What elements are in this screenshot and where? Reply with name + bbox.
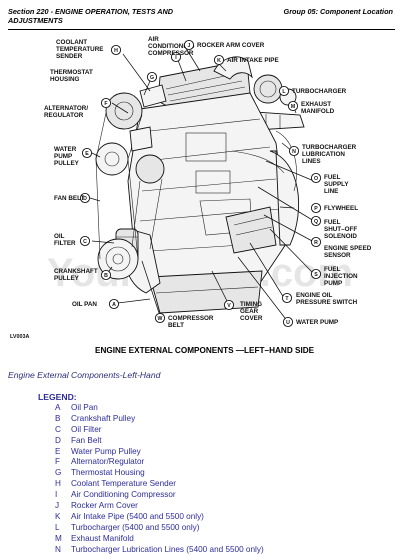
svg-text:W: W	[158, 316, 163, 322]
svg-text:A: A	[112, 302, 116, 308]
label-rocker-arm-cover: ROCKER ARM COVER	[197, 42, 265, 49]
svg-text:COMPRESSOR: COMPRESSOR	[148, 50, 194, 57]
label-ac-compressor: AIR	[148, 36, 159, 43]
label-coolant-temp-sender: COOLANT	[56, 39, 87, 46]
svg-text:MANIFOLD: MANIFOLD	[301, 108, 335, 115]
svg-text:SHUT–OFF: SHUT–OFF	[324, 226, 357, 233]
label-oil-pressure-switch: ENGINE OIL	[296, 292, 333, 299]
svg-text:PULLEY: PULLEY	[54, 160, 80, 167]
engine-diagram: YouFixThis.com	[10, 36, 372, 355]
svg-text:BELT: BELT	[168, 322, 184, 329]
leader-lines	[89, 44, 315, 323]
label-flywheel: FLYWHEEL	[324, 205, 358, 212]
svg-text:PUMP: PUMP	[324, 280, 342, 287]
label-oil-filter: OIL	[54, 233, 65, 240]
svg-text:G: G	[150, 75, 154, 81]
svg-text:SENDER: SENDER	[56, 53, 83, 60]
svg-text:GEAR: GEAR	[240, 308, 259, 315]
diagram-title: ENGINE EXTERNAL COMPONENTS —LEFT–HAND SI…	[95, 346, 315, 355]
label-exhaust-manifold: EXHAUST	[301, 101, 331, 108]
svg-text:U: U	[286, 320, 290, 326]
label-fuel-shutoff-solenoid: FUEL	[324, 219, 341, 226]
svg-text:LUBRICATION: LUBRICATION	[302, 151, 345, 158]
label-alternator: ALTERNATOR/	[44, 105, 88, 112]
label-fan-belt: FAN BELT	[54, 195, 84, 202]
svg-text:M: M	[291, 104, 295, 110]
svg-text:N: N	[292, 149, 296, 155]
label-air-intake-pipe: AIR INTAKE PIPE	[227, 57, 279, 64]
svg-text:I: I	[175, 55, 177, 61]
section-header: Section 220 - ENGINE OPERATION, TESTS AN…	[8, 7, 174, 25]
label-fuel-supply-line: FUEL	[324, 174, 341, 181]
svg-text:C: C	[83, 239, 87, 245]
svg-text:H: H	[114, 48, 118, 54]
label-engine-speed-sensor: ENGINE SPEED	[324, 245, 372, 252]
svg-text:PULLEY: PULLEY	[54, 275, 80, 282]
label-turbo-lube-lines: TURBOCHARGER	[302, 144, 357, 151]
label-thermostat-housing: THERMOSTAT	[50, 69, 93, 76]
label-compressor-belt: COMPRESSOR	[168, 315, 214, 322]
svg-text:FILTER: FILTER	[54, 240, 76, 247]
svg-text:R: R	[314, 240, 318, 246]
label-turbocharger: TURBOCHARGER	[292, 88, 347, 95]
header-rule	[8, 29, 395, 30]
svg-text:TEMPERATURE: TEMPERATURE	[56, 46, 103, 53]
svg-text:T: T	[285, 296, 289, 302]
figure-caption: Engine External Components-Left-Hand	[8, 370, 161, 380]
label-oil-pan: OIL PAN	[72, 301, 97, 308]
group-header: Group 05: Component Location	[283, 7, 393, 16]
svg-text:L: L	[282, 89, 286, 95]
svg-text:B: B	[104, 273, 108, 279]
svg-text:V: V	[227, 303, 231, 309]
svg-text:COVER: COVER	[240, 315, 263, 322]
label-fuel-injection-pump: FUEL	[324, 266, 341, 273]
svg-text:LINES: LINES	[302, 158, 321, 165]
svg-text:CONDITIONING: CONDITIONING	[148, 43, 195, 50]
legend-title: LEGEND:	[38, 392, 77, 402]
svg-text:SENSOR: SENSOR	[324, 252, 351, 259]
svg-text:S: S	[314, 272, 318, 278]
svg-text:P: P	[314, 206, 318, 212]
svg-text:O: O	[314, 176, 318, 182]
label-crankshaft-pulley: CRANKSHAFT	[54, 268, 98, 275]
svg-text:LINE: LINE	[324, 188, 338, 195]
svg-text:HOUSING: HOUSING	[50, 76, 79, 83]
svg-text:E: E	[85, 151, 89, 157]
figure-id: LV003A	[10, 334, 29, 340]
svg-text:Q: Q	[314, 219, 318, 225]
engine-illustration	[95, 56, 305, 314]
svg-text:F: F	[104, 101, 107, 107]
svg-text:J: J	[188, 43, 191, 49]
svg-text:K: K	[217, 58, 221, 64]
svg-text:D: D	[83, 196, 87, 202]
label-water-pump: WATER PUMP	[296, 319, 338, 326]
svg-text:REGULATOR: REGULATOR	[44, 112, 84, 119]
svg-text:INJECTION: INJECTION	[324, 273, 358, 280]
label-water-pump-pulley: WATER	[54, 146, 77, 153]
label-timing-gear-cover: TIMING	[240, 301, 262, 308]
svg-text:PRESSURE SWITCH: PRESSURE SWITCH	[296, 299, 358, 306]
callouts: H COOLANT TEMPERATURE SENDER I AIR CONDI…	[44, 36, 372, 329]
svg-text:SOLENOID: SOLENOID	[324, 233, 357, 240]
svg-text:SUPPLY: SUPPLY	[324, 181, 349, 188]
svg-text:PUMP: PUMP	[54, 153, 72, 160]
